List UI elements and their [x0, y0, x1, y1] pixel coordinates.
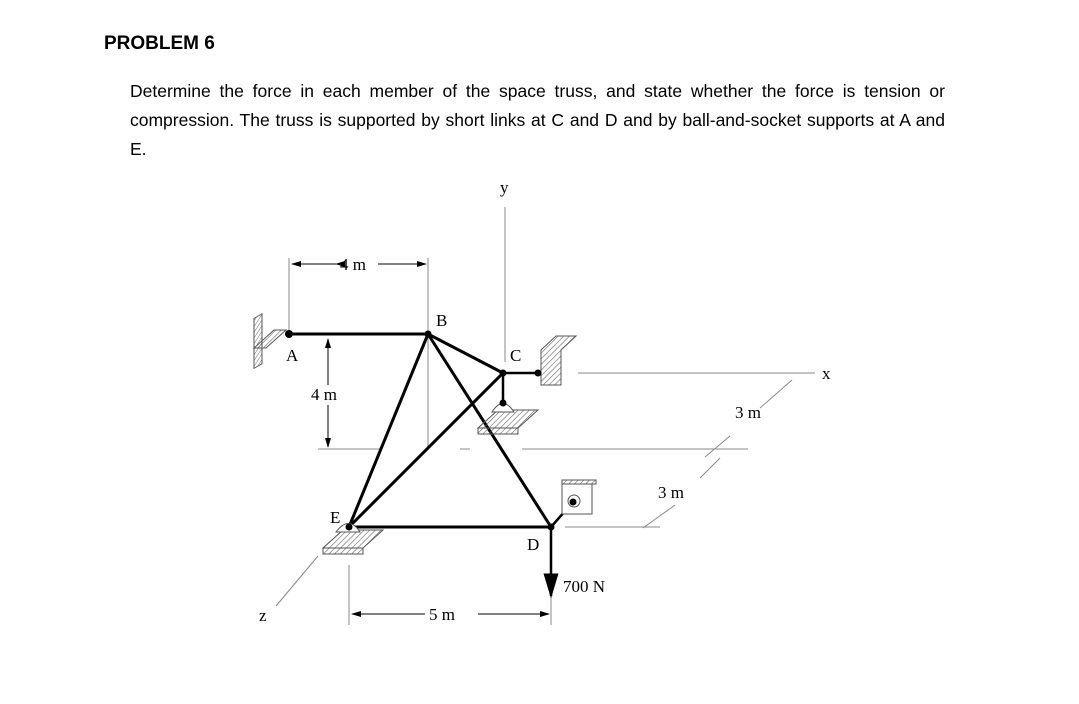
joint-label-a: A: [286, 346, 299, 365]
load-label: 700 N: [563, 577, 605, 596]
axis-label-x: x: [822, 364, 831, 383]
member-bc: [427, 332, 504, 375]
joint-label-d: D: [527, 535, 539, 554]
joints: [285, 330, 577, 531]
supports: [252, 312, 597, 555]
dim-height: 4 m: [311, 385, 337, 404]
problem-statement: Determine the force in each member of th…: [130, 81, 945, 159]
member-be: [347, 333, 430, 528]
dim-ed: 5 m: [429, 605, 455, 624]
dim-depth-2: 3 m: [658, 483, 684, 502]
joint-label-b: B: [436, 311, 447, 330]
axis-label-y: y: [500, 178, 509, 197]
axis-label-z: z: [259, 606, 267, 625]
joint-label-e: E: [330, 508, 340, 527]
problem-heading: PROBLEM 6: [104, 33, 215, 54]
joint-label-c: C: [510, 346, 521, 365]
dim-ab: 4 m: [340, 255, 366, 274]
dim-depth-1: 3 m: [735, 403, 761, 422]
z-axis: [275, 555, 319, 607]
truss-members: [289, 332, 574, 529]
member-ce: [347, 371, 505, 529]
